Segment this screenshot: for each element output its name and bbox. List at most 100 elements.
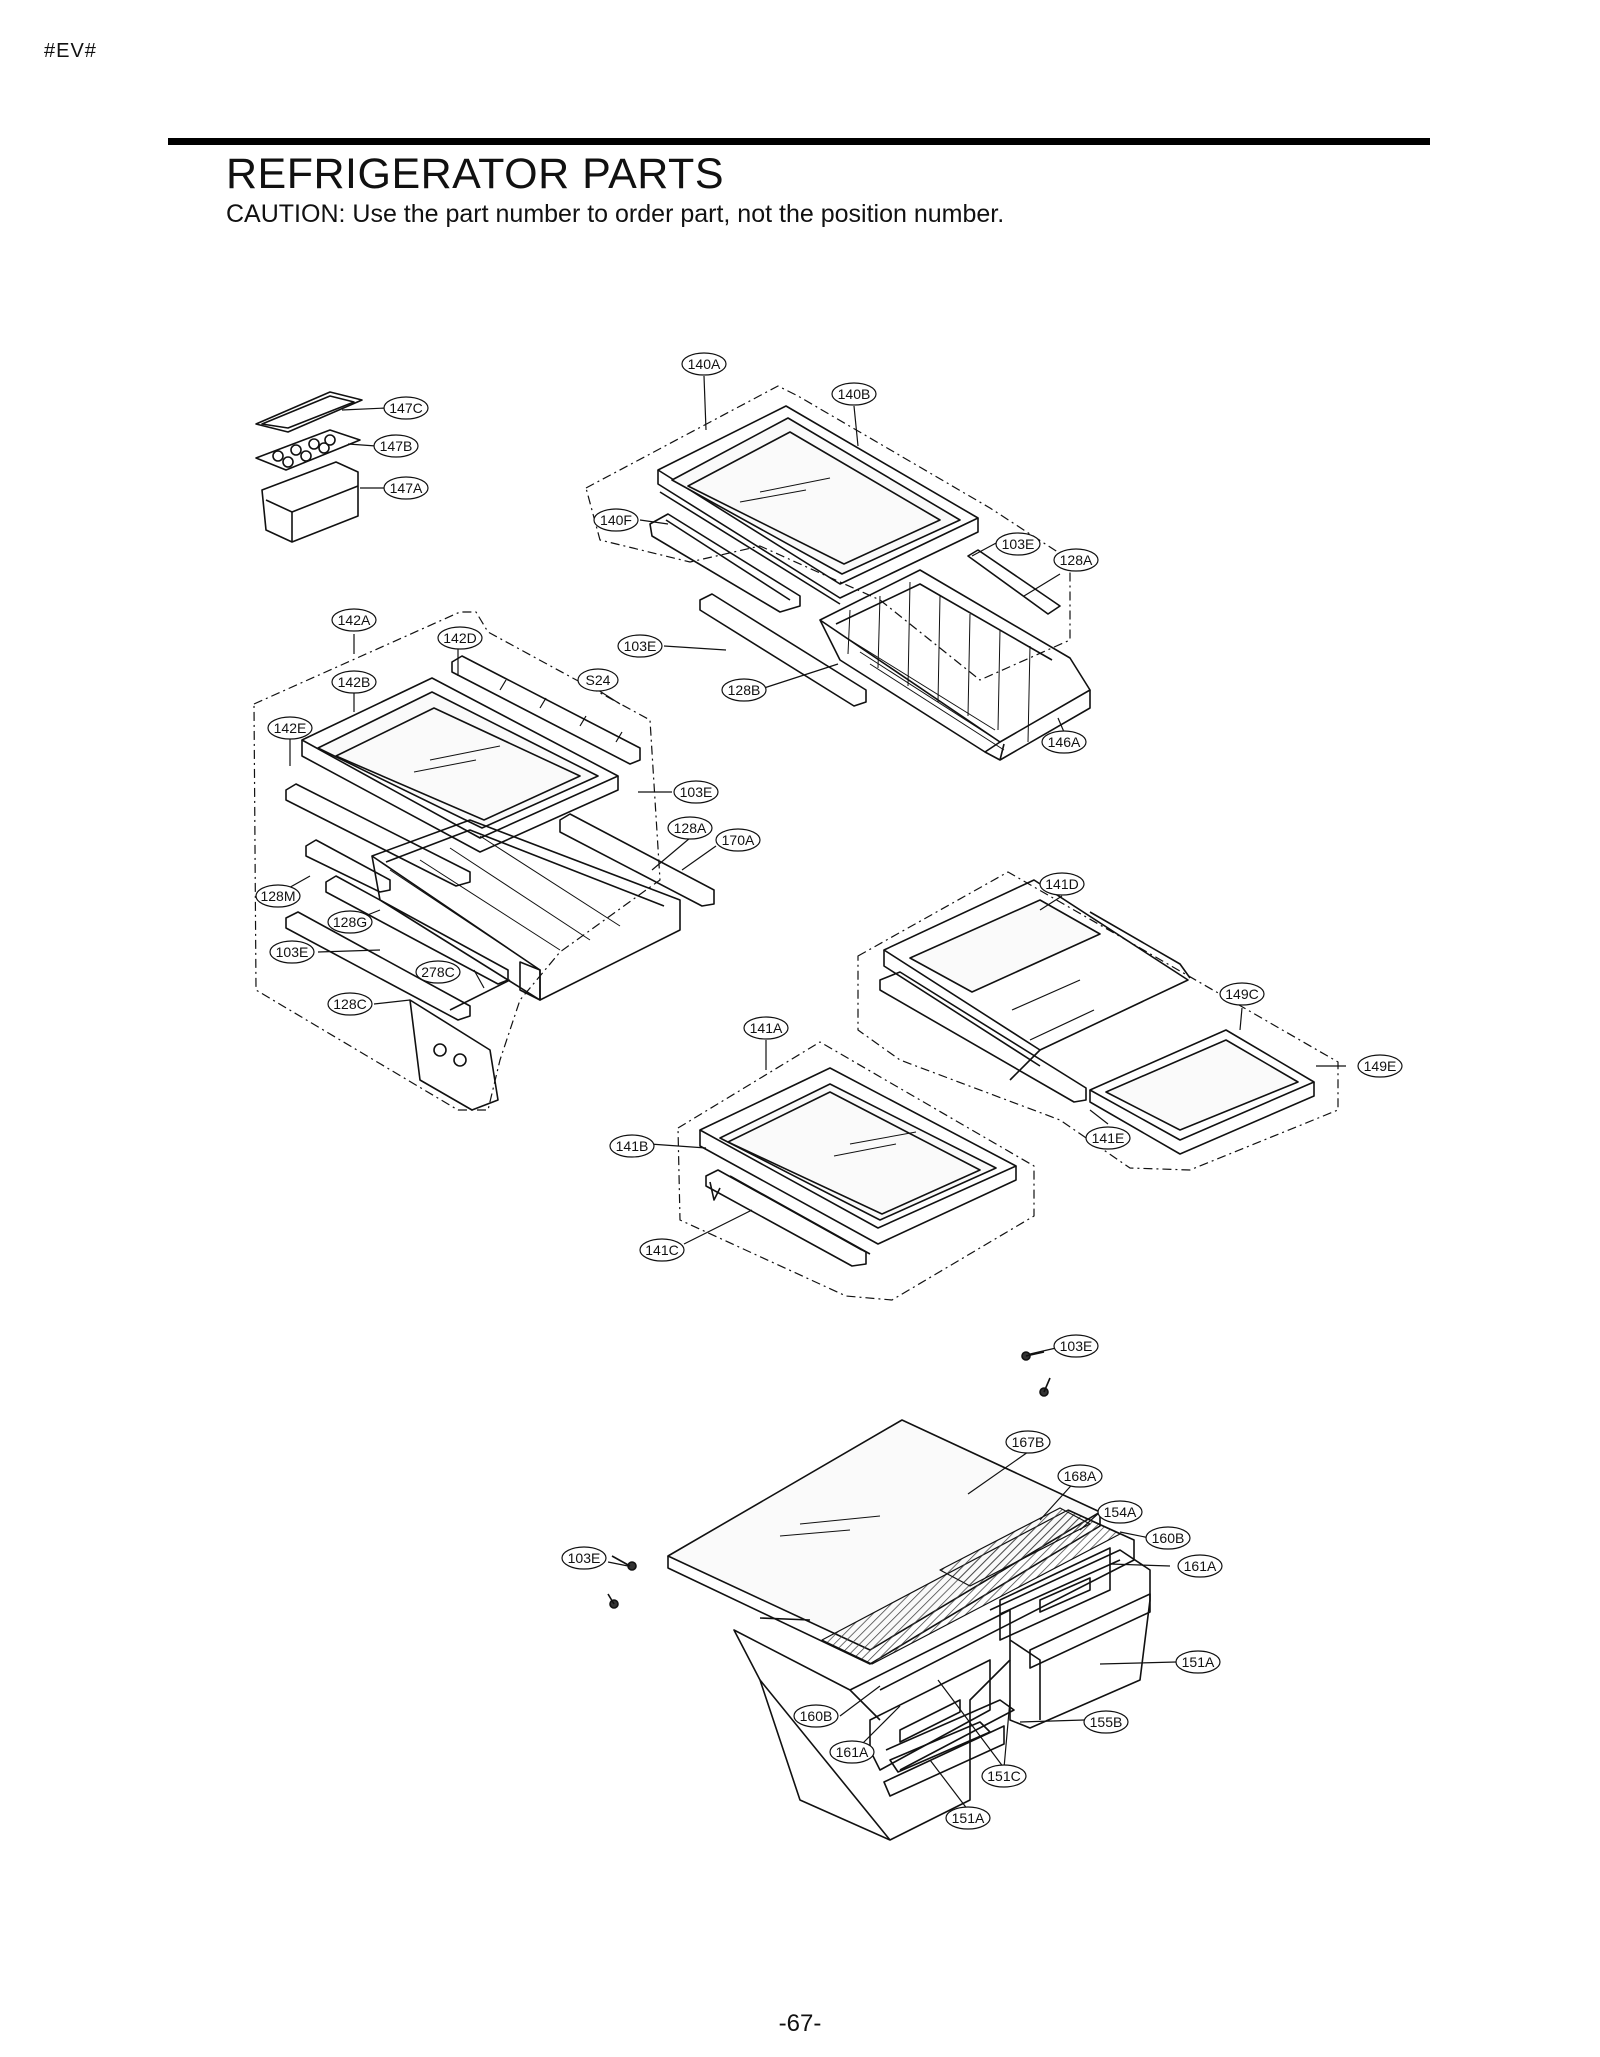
callout-140B: 140B [831,382,877,406]
callout-142D: 142D [437,626,483,650]
upper-shelf-brackets [649,513,1061,707]
svg-text:141D: 141D [1045,876,1078,892]
svg-text:103E: 103E [568,1550,601,1566]
svg-text:141C: 141C [645,1242,678,1258]
callout-128A-b: 128A [667,816,713,840]
glass-shelf-141A [699,1067,1017,1245]
svg-text:103E: 103E [1060,1338,1093,1354]
svg-text:155B: 155B [1090,1714,1123,1730]
callout-151A-a: 151A [1175,1650,1221,1674]
callout-103E-d: 103E [269,940,315,964]
middle-shelf-rails [285,655,715,907]
svg-text:151A: 151A [1182,1654,1215,1670]
svg-text:103E: 103E [276,944,309,960]
group-boundary-140 [585,385,1071,681]
callout-103E-c: 103E [673,780,719,804]
callout-141E: 141E [1085,1126,1131,1150]
svg-text:160B: 160B [800,1708,833,1724]
svg-text:149C: 149C [1225,986,1258,1002]
callout-128B: 128B [721,678,767,702]
callout-155B: 155B [1083,1710,1129,1734]
callout-161A-b: 161A [829,1740,875,1764]
callout-128C: 128C [327,992,373,1016]
svg-text:128A: 128A [1060,552,1093,568]
callout-128G: 128G [327,910,373,934]
group-boundary-149 [857,871,1339,1171]
wire-basket-146A [819,569,1091,761]
svg-text:103E: 103E [1002,536,1035,552]
svg-text:141A: 141A [750,1020,783,1036]
screws-103E-top [1021,1351,1051,1397]
middle-glass-shelf [301,677,619,853]
callout-149E: 149E [1357,1054,1403,1078]
caution-note: CAUTION: Use the part number to order pa… [226,200,1005,228]
svg-text:160B: 160B [1152,1530,1185,1546]
callout-147C: 147C [383,396,429,420]
svg-text:140B: 140B [838,386,871,402]
callout-128A-a: 128A [1053,548,1099,572]
svg-text:140F: 140F [600,512,632,528]
callout-142E: 142E [267,716,313,740]
callout-140A: 140A [681,352,727,376]
svg-text:147B: 147B [380,438,413,454]
svg-text:103E: 103E [680,784,713,800]
callout-142B: 142B [331,670,377,694]
callout-S24: S24 [577,668,619,692]
svg-text:S24: S24 [586,672,611,688]
svg-text:128M: 128M [260,888,295,904]
callout-168A: 168A [1057,1464,1103,1488]
callout-141D: 141D [1039,872,1085,896]
crisper-cover-frame [759,1507,1135,1691]
callout-141A: 141A [743,1016,789,1040]
page-title: REFRIGERATOR PARTS [226,150,724,198]
upper-glass-shelf [657,405,979,605]
svg-text:154A: 154A [1104,1504,1137,1520]
callout-141B: 141B [609,1134,655,1158]
callout-160B-a: 160B [1145,1526,1191,1550]
callout-140F: 140F [593,508,639,532]
svg-text:167B: 167B [1012,1434,1045,1450]
callout-103E-a: 103E [995,532,1041,556]
group-boundary-141 [677,1041,1035,1301]
callout-141C: 141C [639,1238,685,1262]
svg-text:168A: 168A [1064,1468,1097,1484]
lower-slide-rails [285,839,511,1111]
callout-170A: 170A [715,828,761,852]
group-boundary-142 [253,611,661,1111]
svg-text:151A: 151A [952,1810,985,1826]
svg-text:103E: 103E [624,638,657,654]
screws-103E-left [607,1555,637,1609]
split-shelf-141D [879,879,1191,1103]
callout-103E-e: 103E [1053,1334,1099,1358]
svg-text:128G: 128G [333,914,367,930]
page-number: -67- [778,2010,822,2037]
svg-text:142D: 142D [443,630,476,646]
title-rule [168,138,1430,145]
callout-154A: 154A [1097,1500,1143,1524]
svg-text:161A: 161A [836,1744,869,1760]
callout-147B: 147B [373,434,419,458]
crisper-drawer-right-151A [989,1547,1151,1729]
callout-151A-b: 151A [945,1806,991,1830]
svg-text:128B: 128B [728,682,761,698]
callout-128M: 128M [255,884,301,908]
svg-text:142A: 142A [338,612,371,628]
svg-text:161A: 161A [1184,1558,1217,1574]
crisper-drawer-170A [371,819,681,1001]
callout-103E-f: 103E [561,1546,607,1570]
callout-160B-b: 160B [793,1704,839,1728]
svg-text:142E: 142E [274,720,307,736]
svg-text:141B: 141B [616,1138,649,1154]
egg-tray-assembly [255,391,363,543]
svg-text:151C: 151C [987,1768,1020,1784]
shelf-brackets-141C [705,1169,871,1267]
svg-text:128A: 128A [674,820,707,836]
svg-text:170A: 170A [722,832,755,848]
svg-text:149E: 149E [1364,1058,1397,1074]
half-shelf-149C [1089,1029,1315,1155]
callout-146A: 146A [1041,730,1087,754]
callouts: 147C 147B 147A 140A 140B 140F 103E 128A … [255,352,1403,1830]
svg-text:278C: 278C [421,964,454,980]
callout-161A-a: 161A [1177,1554,1223,1578]
